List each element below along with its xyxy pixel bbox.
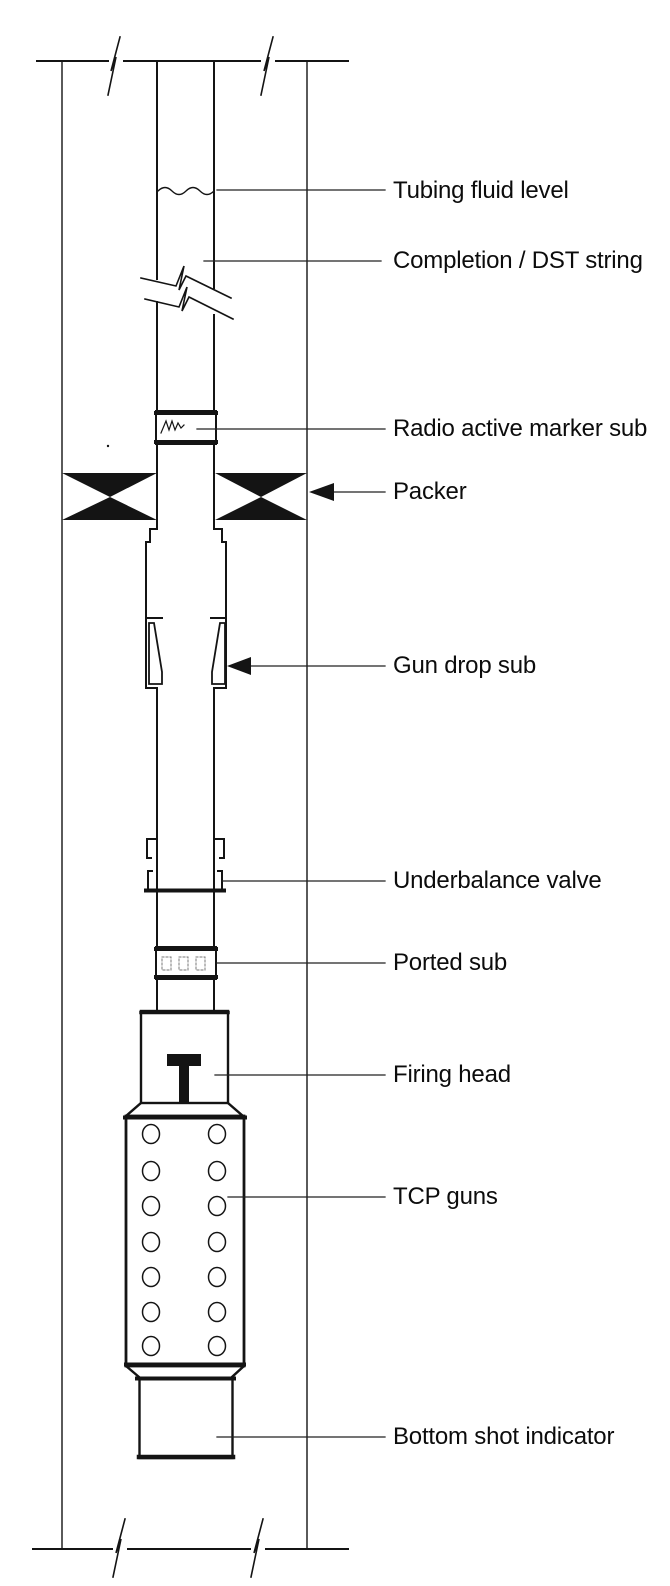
underbalance-valve (144, 838, 226, 893)
label-radio-active-marker-sub: Radio active marker sub (393, 415, 648, 442)
tcp-gun-body (124, 1114, 246, 1381)
bottom-shot-indicator (136, 1376, 236, 1460)
tubing-break-symbol (140, 265, 235, 321)
packer-elements (62, 473, 307, 520)
port-holes-icon (161, 956, 206, 971)
gun-drop-sub-collar (145, 528, 227, 689)
fluid-level-wave (157, 186, 215, 196)
surface-line-top (36, 36, 349, 96)
radioactive-squiggle-icon (160, 419, 185, 434)
leader-arrowheads (227, 483, 334, 675)
break-mark-icon (107, 36, 121, 96)
label-tcp-guns: TCP guns (393, 1183, 498, 1210)
label-underbalance-valve: Underbalance valve (393, 867, 602, 894)
break-mark-icon (260, 36, 274, 96)
label-firing-head: Firing head (393, 1061, 511, 1088)
scan-speck (106, 444, 110, 448)
label-bottom-shot-indicator: Bottom shot indicator (393, 1423, 615, 1450)
label-gun-drop-sub: Gun drop sub (393, 652, 537, 679)
break-mark-icon (250, 1518, 264, 1578)
gun-drop-fins (148, 622, 226, 685)
arrow-left-icon (309, 483, 334, 501)
tubing-string (156, 60, 215, 1012)
firing-head (123, 1009, 247, 1120)
label-completion-dst-string: Completion / DST string (393, 247, 643, 274)
gun-perforation-ports (141, 1123, 227, 1357)
leader-lines (196, 189, 386, 1438)
label-ported-sub: Ported sub (393, 949, 508, 976)
surface-line-bottom (32, 1518, 349, 1578)
radio-active-marker-sub (154, 410, 218, 445)
label-packer: Packer (393, 478, 467, 505)
break-mark-icon (112, 1518, 126, 1578)
arrow-left-icon (227, 657, 251, 675)
label-tubing-fluid-level: Tubing fluid level (393, 177, 569, 204)
firing-pin-icon (167, 1054, 201, 1104)
ported-sub (154, 946, 218, 980)
